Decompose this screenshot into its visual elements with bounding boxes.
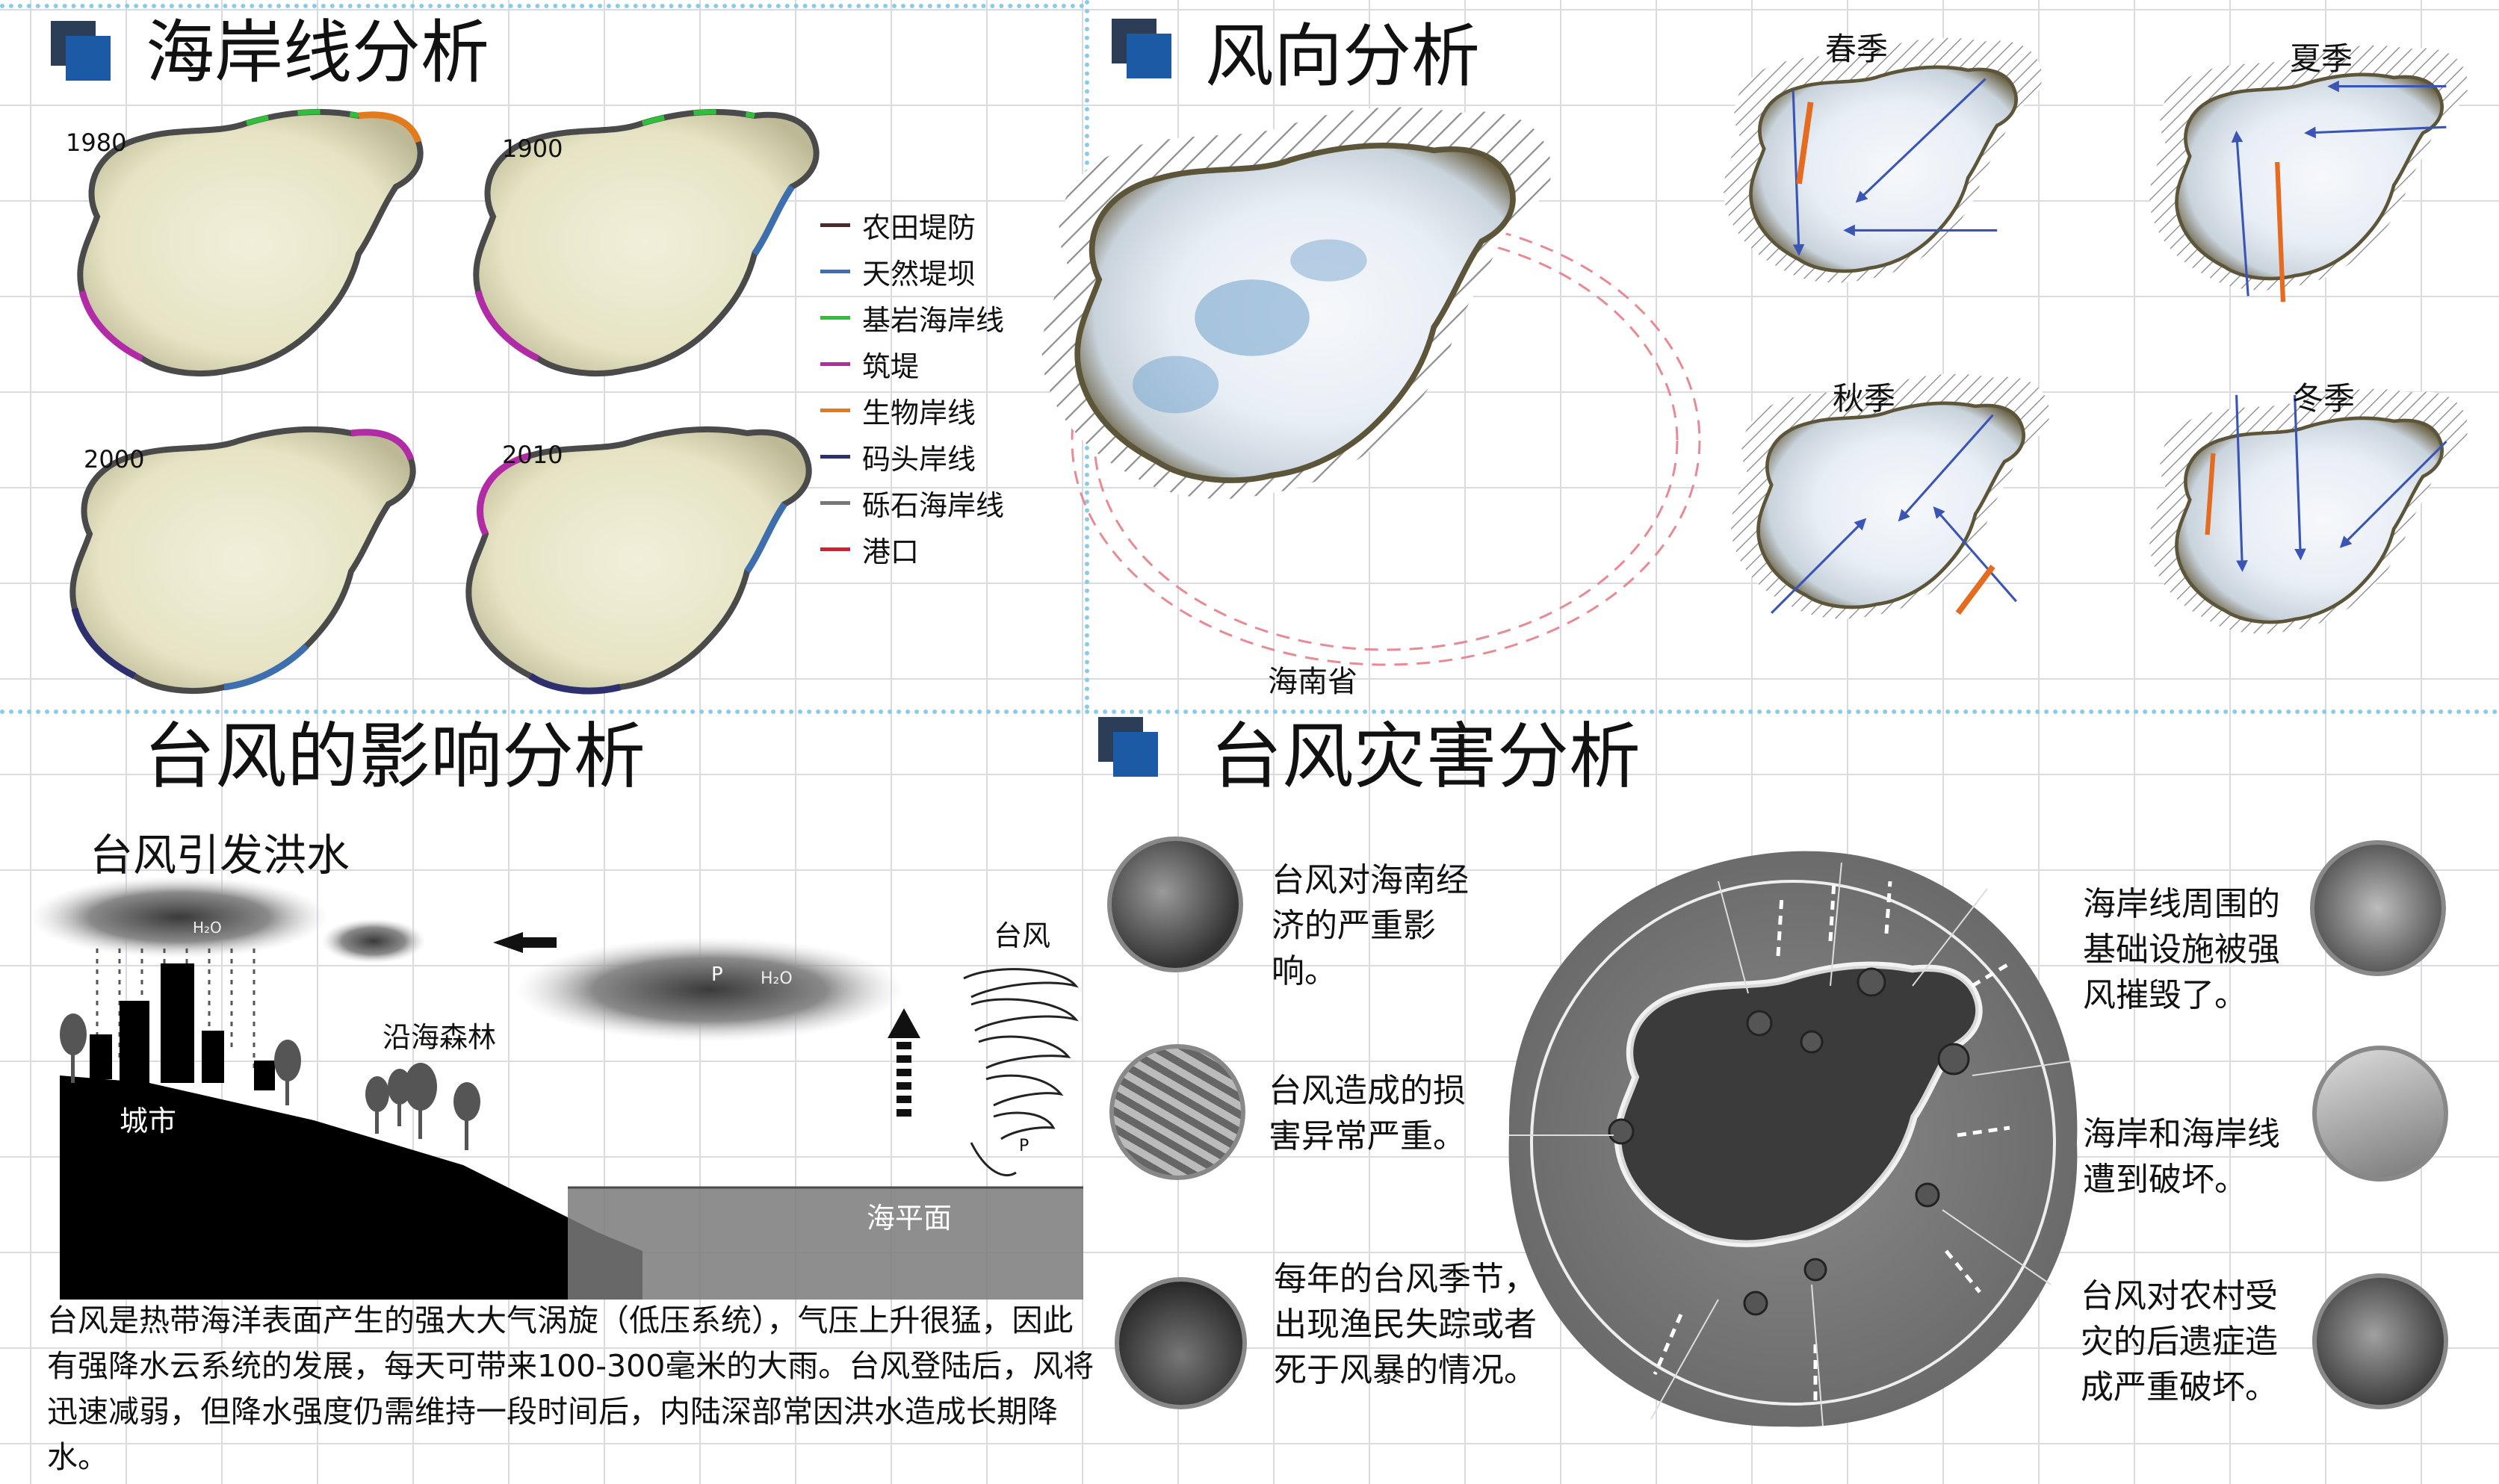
legend-item: 码头岸线 (820, 433, 1004, 479)
photo-coast (2312, 1046, 2448, 1182)
disaster-map (1508, 851, 2078, 1427)
legend-item: 筑堤 (820, 341, 1004, 387)
h2o-label: H₂O (761, 969, 793, 988)
coastline-legend: 农田堤防 天然堤坝 基岩海岸线 筑堤 生物岸线 码头岸线 砾石海岸线 港口 (820, 202, 1004, 572)
legend-item: 农田堤防 (820, 202, 1004, 248)
photo-damage (1109, 1044, 1245, 1180)
typhoon-label: 台风 (994, 919, 1051, 952)
disaster-text-left: 每年的台风季节，出现渔民失踪或者死于风暴的情况。 (1274, 1260, 1537, 1389)
legend-item: 天然堤坝 (820, 248, 1004, 294)
disaster-text-right: 海岸和海岸线遭到破坏。 (2083, 1115, 2280, 1199)
year-label: 1980 (66, 128, 127, 157)
disaster-title: 台风灾害分析 (1210, 715, 1641, 798)
disaster-text-left: 台风造成的损害异常严重。 (1269, 1072, 1466, 1155)
legend-item: 生物岸线 (820, 387, 1004, 433)
disaster-text-left: 台风对海南经济的严重影响。 (1272, 861, 1469, 990)
legend-item: 砾石海岸线 (820, 479, 1004, 526)
section-marker-icon (51, 21, 111, 81)
pressure-label: P (1019, 1137, 1029, 1155)
sea-level-label: 海平面 (867, 1202, 953, 1235)
section-marker-icon (1098, 717, 1158, 777)
divider-horizontal (0, 710, 2499, 714)
disaster-text-right: 海岸线周围的基础设施被强风摧毁了。 (2083, 885, 2280, 1014)
wind-maps (1041, 37, 2468, 666)
legend-item: 基岩海岸线 (820, 294, 1004, 341)
season-label-autumn: 秋季 (1833, 380, 1896, 417)
year-label: 2010 (502, 441, 563, 469)
typhoon-description: 台风是热带海洋表面产生的强大大气涡旋（低压系统），气压上升很猛，因此有强降水云系… (47, 1303, 1094, 1475)
photo-infrastructure (2310, 840, 2446, 976)
year-label: 2000 (84, 445, 145, 474)
impact-subtitle: 台风引发洪水 (90, 830, 350, 881)
photo-economy (1107, 836, 1243, 972)
coastline-title: 海岸线分析 (146, 13, 490, 93)
disaster-text-right: 台风对农村受灾的后遗症造成严重破坏。 (2081, 1277, 2278, 1406)
season-label-winter: 冬季 (2292, 380, 2356, 417)
photo-rural (2312, 1273, 2448, 1409)
year-label: 1900 (502, 134, 563, 163)
pressure-label: P (711, 963, 723, 986)
forest-label: 沿海森林 (383, 1021, 497, 1054)
season-label-summer: 夏季 (2290, 40, 2353, 77)
h2o-label: H₂O (193, 919, 222, 937)
legend-item: 港口 (820, 526, 1004, 572)
wind-title: 风向分析 (1205, 16, 1481, 96)
city-label: 城市 (120, 1105, 177, 1137)
photo-fishermen (1115, 1277, 1247, 1409)
coastline-maps (0, 0, 1085, 695)
section-marker-icon (1112, 19, 1171, 78)
impact-title: 台风的影响分析 (143, 715, 645, 798)
season-label-spring: 春季 (1825, 31, 1889, 67)
province-label: 海南省 (1268, 665, 1357, 699)
divider-left-top (0, 4, 1085, 8)
flood-diagram (30, 876, 1083, 1300)
